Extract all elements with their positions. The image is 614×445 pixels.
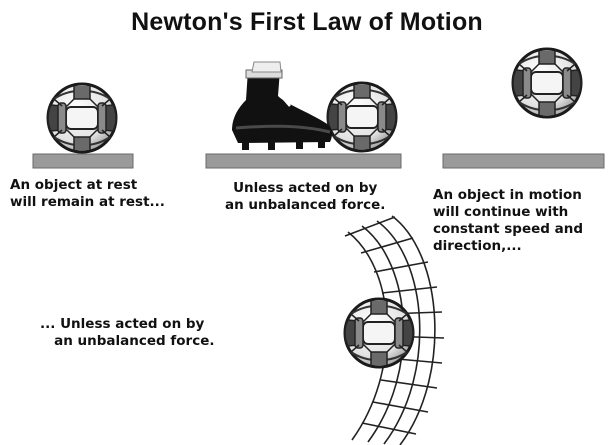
ground-middle <box>205 153 402 169</box>
soccer-ball-moving <box>511 47 583 119</box>
diagram-title: Newton's First Law of Motion <box>131 8 483 36</box>
caption-motion: An object in motion will continue with c… <box>433 187 584 254</box>
ground-left <box>32 153 134 169</box>
caption-kick: Unless acted on by an unbalanced force. <box>225 180 386 213</box>
soccer-ball-kicked <box>326 81 398 153</box>
caption-net: ... Unless acted on by an unbalanced for… <box>40 316 215 349</box>
shoe-icon <box>232 61 332 150</box>
soccer-ball-rest <box>46 82 118 154</box>
soccer-ball-net <box>343 297 415 369</box>
caption-rest: An object at rest will remain at rest... <box>10 177 165 210</box>
ground-right <box>442 153 605 169</box>
